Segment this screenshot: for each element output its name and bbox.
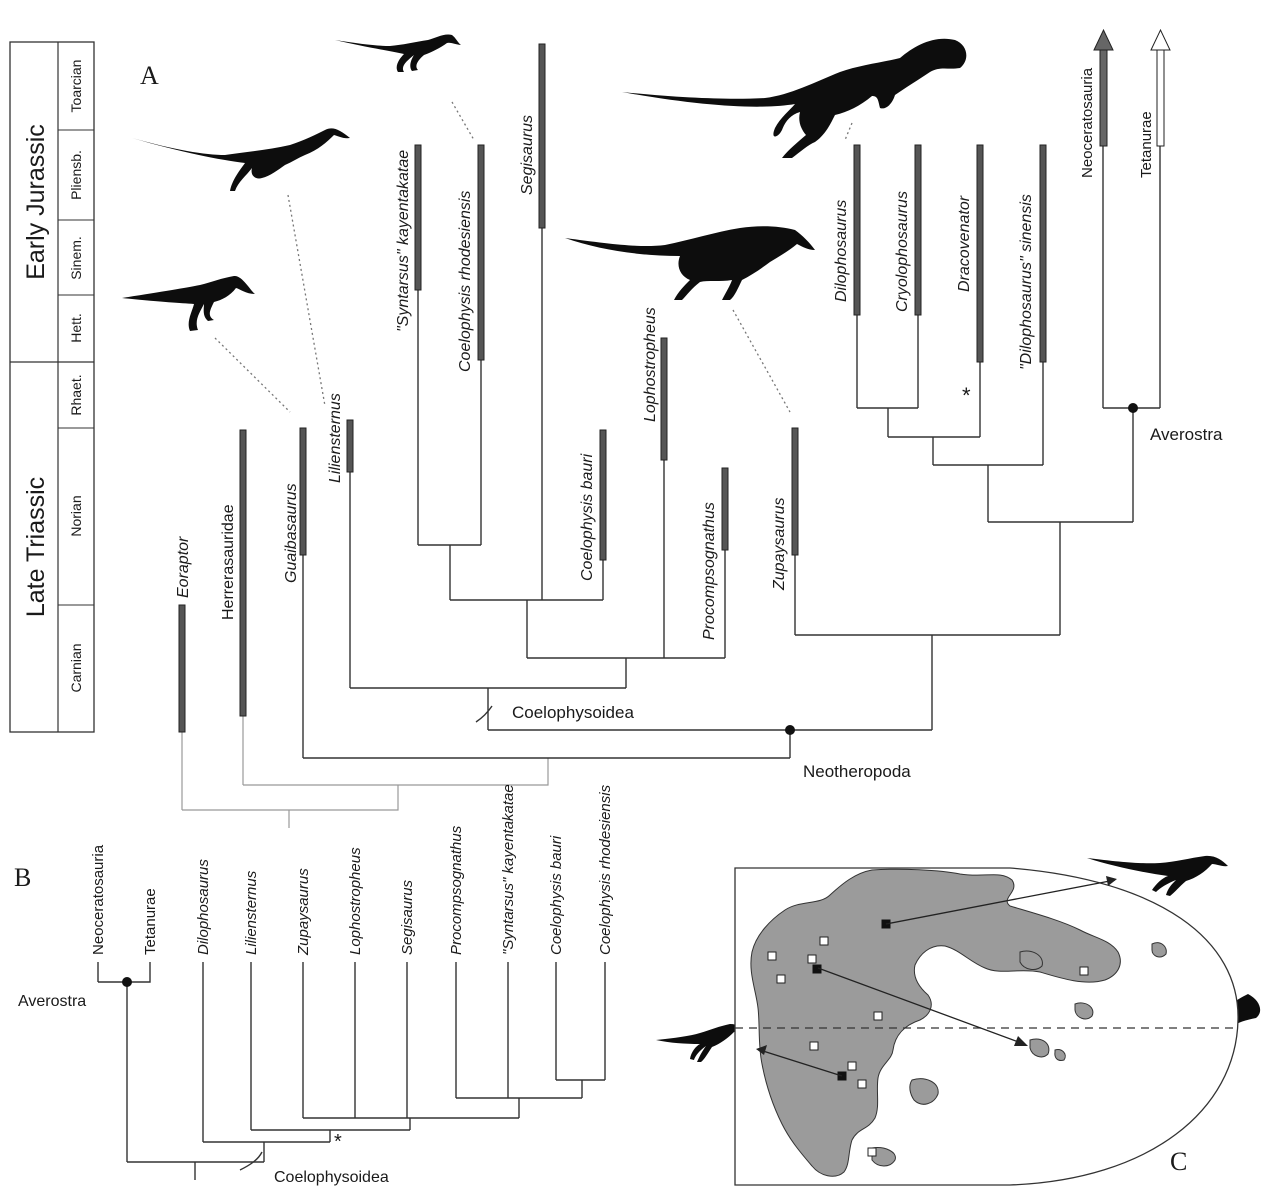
stage-norian: Norian (68, 495, 84, 536)
range-bar (599, 429, 607, 561)
stage-sinemurian: Sinem. (68, 236, 84, 280)
range-bar (299, 427, 307, 556)
locality-square (776, 974, 786, 984)
range-bar (853, 144, 861, 316)
taxon-dracovenator: Dracovenator (956, 195, 973, 292)
map-arrow (759, 1049, 843, 1077)
range-bar (914, 144, 922, 316)
stage-rhaetian: Rhaet. (68, 374, 84, 415)
taxon-syntarsus: "Syntarsus" kayentakatae (395, 150, 412, 332)
locality-square (1079, 966, 1089, 976)
range-bar (1039, 144, 1047, 363)
clade-averostra: Averostra (1150, 425, 1223, 444)
panel-b-tree (97, 962, 606, 1180)
taxon-cryolophosaurus: Cryolophosaurus (894, 191, 911, 312)
silhouette-small-theropod (122, 275, 255, 331)
taxon-coelophysis-rhodesiensis: Coelophysis rhodesiensis (457, 191, 474, 372)
silhouette-leaders (214, 101, 853, 413)
taxon-b-dilophosaurus: Dilophosaurus (195, 859, 212, 955)
taxon-coelophysis-bauri: Coelophysis bauri (579, 453, 596, 581)
pangaea-landmass (750, 868, 1121, 1177)
taxon-b-tetanurae: Tetanurae (142, 888, 159, 955)
panel-label-c: C (1170, 1147, 1187, 1176)
clade-b-averostra: Averostra (18, 993, 86, 1010)
node-averostra (1128, 403, 1138, 413)
taxon-dilophosaurus-sinensis: "Dilophosaurus" sinensis (1018, 194, 1035, 370)
locality-square (767, 951, 777, 961)
taxon-b-procompsognathus: Procompsognathus (448, 825, 465, 955)
panel-a-tree (181, 145, 1161, 828)
range-bar (538, 43, 546, 229)
taxon-b-syntarsus: "Syntarsus" kayentakatae (500, 784, 517, 955)
range-bar (239, 429, 247, 717)
taxon-b-lophostropheus: Lophostropheus (347, 847, 364, 955)
locality-square (873, 1011, 883, 1021)
taxon-neoceratosauria: Neoceratosauria (1079, 67, 1096, 178)
epoch-early-jurassic: Early Jurassic (22, 124, 50, 280)
asterisk-b: * (334, 1131, 342, 1153)
range-bar (346, 419, 354, 473)
taxon-lophostropheus: Lophostropheus (642, 307, 659, 422)
panel-label-b: B (14, 863, 31, 892)
taxon-tetanurae: Tetanurae (1138, 111, 1155, 178)
range-bar (414, 144, 422, 291)
taxon-b-liliensternus: Liliensternus (243, 870, 260, 955)
panel-c-map (734, 867, 1239, 1186)
locality-square (857, 1079, 867, 1089)
arrow-tetanurae (1156, 47, 1165, 147)
map-arrow (885, 879, 1116, 925)
stage-pliensbachian: Pliensb. (68, 150, 84, 200)
range-bar (721, 467, 729, 551)
node-averostra-b (122, 977, 132, 987)
clade-coelophysoidea: Coelophysoidea (512, 703, 634, 722)
panel-a-labels: Eoraptor Herrerasauridae Guaibasaurus Li… (175, 67, 1223, 781)
panel-label-a: A (140, 61, 159, 90)
geologic-timescale: Early Jurassic Late Triassic Toarcian Pl… (9, 41, 95, 733)
taxon-zupaysaurus: Zupaysaurus (771, 498, 788, 592)
taxon-b-neoceratosauria: Neoceratosauria (90, 844, 107, 955)
stage-carnian: Carnian (68, 643, 84, 692)
stage-hettangian: Hett. (68, 313, 84, 343)
epoch-late-triassic: Late Triassic (22, 477, 50, 617)
silhouette-coelophysis (132, 128, 350, 191)
locality-square (809, 1041, 819, 1051)
arrow-neoceratosauria (1099, 47, 1108, 147)
taxon-segisaurus: Segisaurus (519, 115, 536, 195)
locality-square (847, 1061, 857, 1071)
asterisk-marker: * (962, 383, 971, 408)
taxon-dilophosaurus: Dilophosaurus (833, 200, 850, 302)
range-bar (976, 144, 984, 363)
stage-toarcian: Toarcian (68, 60, 84, 113)
range-bar (791, 427, 799, 556)
locality-square (867, 1147, 877, 1157)
locality-square (807, 954, 817, 964)
silhouette-map-top (1087, 855, 1228, 896)
range-bar (178, 604, 186, 733)
map-arrow (817, 967, 1025, 1045)
silhouette-dilophosaurus (622, 38, 967, 158)
locality-square (819, 936, 829, 946)
taxon-liliensternus: Liliensternus (327, 393, 344, 483)
silhouette-zupaysaurus (565, 226, 815, 300)
panel-b-labels: Neoceratosauria Tetanurae Dilophosaurus … (18, 784, 614, 1186)
taxon-b-coelophysis-rhodesiensis: Coelophysis rhodesiensis (597, 784, 614, 955)
silhouette-map-left (656, 1024, 748, 1062)
taxon-b-segisaurus: Segisaurus (399, 879, 416, 955)
taxon-herrerasauridae: Herrerasauridae (220, 504, 237, 620)
taxon-procompsognathus: Procompsognathus (701, 502, 718, 640)
taxon-eoraptor: Eoraptor (175, 536, 192, 598)
taxon-b-zupaysaurus: Zupaysaurus (295, 868, 312, 956)
silhouette-syntarsus (335, 34, 461, 72)
taxon-b-coelophysis-bauri: Coelophysis bauri (548, 835, 565, 955)
range-bars (178, 28, 1171, 733)
clade-b-coelophysoidea: Coelophysoidea (274, 1169, 389, 1186)
clade-neotheropoda: Neotheropoda (803, 762, 911, 781)
node-neotheropoda (785, 725, 795, 735)
taxon-guaibasaurus: Guaibasaurus (283, 483, 300, 583)
range-bar (477, 144, 485, 361)
range-bar (660, 337, 668, 461)
